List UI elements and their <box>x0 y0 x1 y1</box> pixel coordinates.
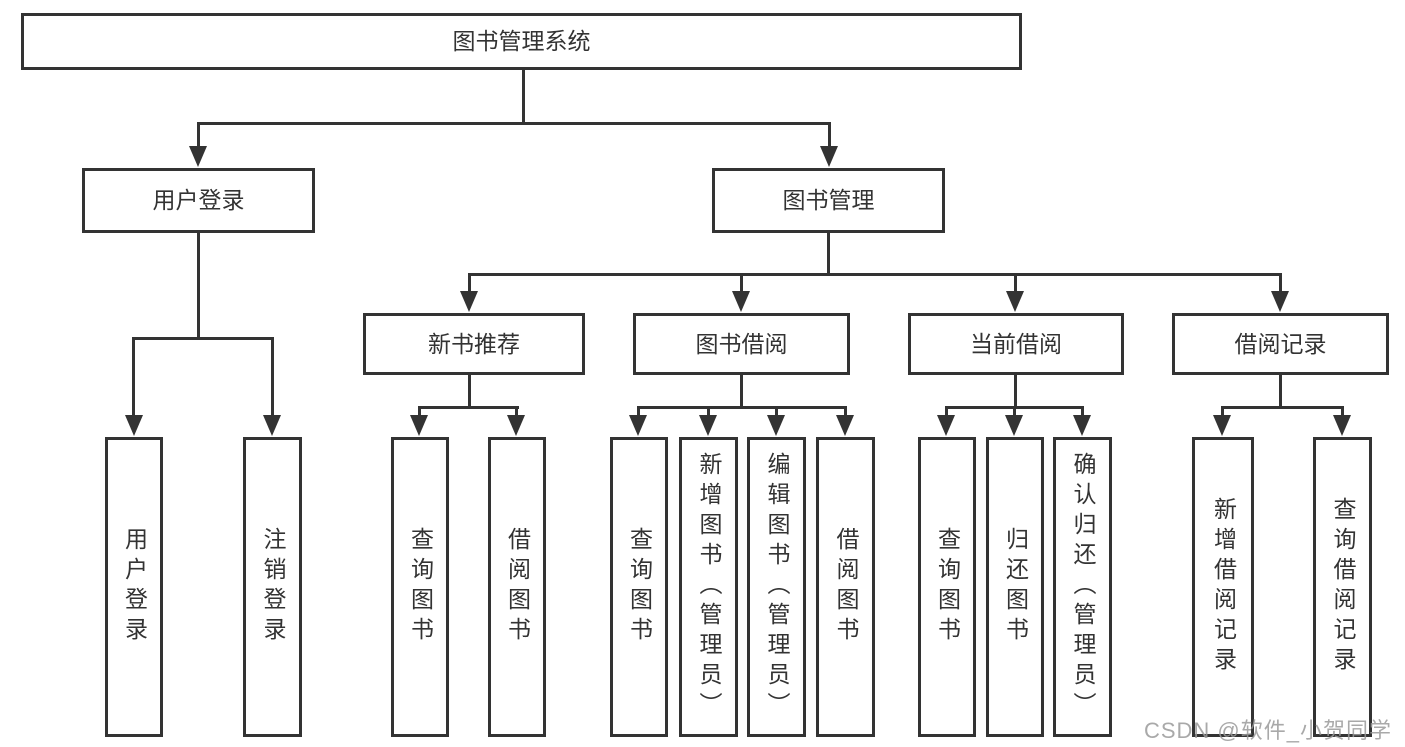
connector-line <box>740 273 743 295</box>
arrowhead-down-icon <box>1005 415 1023 436</box>
connector-line <box>1221 406 1224 419</box>
node-label: 查询图书 <box>934 527 961 647</box>
node-br-query-record: 查询借阅记录 <box>1313 437 1372 737</box>
arrowhead-down-icon <box>1073 415 1091 436</box>
connector-line <box>197 122 831 125</box>
node-label: 归还图书 <box>1002 527 1029 647</box>
arrowhead-down-icon <box>410 415 428 436</box>
arrowhead-down-icon <box>189 146 207 167</box>
node-label: 借阅图书 <box>833 527 859 647</box>
node-current-borrow: 当前借阅 <box>908 313 1124 375</box>
connector-line <box>1081 406 1084 419</box>
connector-line <box>132 337 274 340</box>
node-book-mgmt: 图书管理 <box>712 168 945 233</box>
connector-line <box>1279 375 1282 409</box>
node-br-add-record: 新增借阅记录 <box>1192 437 1254 737</box>
node-cb-query-book: 查询图书 <box>918 437 976 737</box>
node-bb-add-book: 新增图书（管理员） <box>679 437 738 737</box>
node-label: 图书管理系统 <box>452 28 591 54</box>
node-label: 查询借阅记录 <box>1330 497 1356 677</box>
connector-line <box>197 122 200 152</box>
connector-line <box>197 232 200 340</box>
arrowhead-down-icon <box>1213 415 1231 436</box>
node-label: 查询图书 <box>407 527 434 647</box>
arrowhead-down-icon <box>699 415 717 436</box>
node-label: 图书管理 <box>782 187 875 213</box>
node-nb-borrow-book: 借阅图书 <box>488 437 546 737</box>
node-root: 图书管理系统 <box>21 13 1022 70</box>
connector-line <box>418 406 519 409</box>
connector-line <box>522 69 525 125</box>
connector-line <box>132 337 135 419</box>
connector-line <box>1279 273 1282 295</box>
connector-line <box>468 273 471 295</box>
csdn-watermark: CSDN @软件_小贺同学 <box>1143 718 1392 743</box>
node-bb-query-book: 查询图书 <box>610 437 668 737</box>
arrowhead-down-icon <box>767 415 785 436</box>
connector-line <box>418 406 421 419</box>
node-new-book-rec: 新书推荐 <box>363 313 585 375</box>
connector-line <box>1341 406 1344 419</box>
node-label: 查询图书 <box>626 527 653 647</box>
arrowhead-down-icon <box>1006 291 1024 312</box>
arrowhead-down-icon <box>1333 415 1351 436</box>
connector-line <box>740 375 743 409</box>
connector-line <box>827 232 830 276</box>
arrowhead-down-icon <box>460 291 478 312</box>
arrowhead-down-icon <box>820 146 838 167</box>
connector-line <box>945 406 948 419</box>
connector-line <box>1014 273 1017 295</box>
connector-line <box>1014 375 1017 409</box>
node-label: 借阅记录 <box>1234 330 1327 357</box>
connector-line <box>775 406 778 419</box>
node-label: 用户登录 <box>121 527 148 647</box>
node-op-logout: 注销登录 <box>243 437 302 737</box>
connector-line <box>468 273 1282 276</box>
connector-line <box>828 122 831 152</box>
connector-line <box>515 406 518 419</box>
node-book-borrow: 图书借阅 <box>633 313 850 375</box>
node-op-user-login: 用户登录 <box>105 437 163 737</box>
arrowhead-down-icon <box>263 415 281 436</box>
connector-line <box>468 375 471 409</box>
connector-line <box>1013 406 1016 419</box>
arrowhead-down-icon <box>732 291 750 312</box>
node-bb-borrow-book: 借阅图书 <box>816 437 875 737</box>
node-label: 新增图书（管理员） <box>696 452 722 722</box>
node-cb-confirm: 确认归还（管理员） <box>1053 437 1112 737</box>
node-label: 确认归还（管理员） <box>1070 452 1096 722</box>
node-label: 新书推荐 <box>428 330 520 357</box>
node-bb-edit-book: 编辑图书（管理员） <box>747 437 806 737</box>
arrowhead-down-icon <box>629 415 647 436</box>
node-label: 当前借阅 <box>970 330 1062 357</box>
connector-line <box>707 406 710 419</box>
arrowhead-down-icon <box>836 415 854 436</box>
arrowhead-down-icon <box>1271 291 1289 312</box>
arrowhead-down-icon <box>937 415 955 436</box>
connector-line <box>271 337 274 419</box>
connector-line <box>637 406 640 419</box>
node-cb-return-book: 归还图书 <box>986 437 1044 737</box>
node-borrow-records: 借阅记录 <box>1172 313 1389 375</box>
connector-line <box>844 406 847 419</box>
node-label: 图书借阅 <box>695 330 788 357</box>
node-label: 注销登录 <box>260 527 286 647</box>
connector-line <box>637 406 847 409</box>
node-label: 编辑图书（管理员） <box>764 452 790 722</box>
node-user-login: 用户登录 <box>82 168 315 233</box>
arrowhead-down-icon <box>125 415 143 436</box>
node-label: 新增借阅记录 <box>1210 497 1237 677</box>
node-nb-query-book: 查询图书 <box>391 437 449 737</box>
arrowhead-down-icon <box>507 415 525 436</box>
node-label: 用户登录 <box>152 187 245 213</box>
node-label: 借阅图书 <box>504 527 531 647</box>
connector-line <box>1221 406 1344 409</box>
